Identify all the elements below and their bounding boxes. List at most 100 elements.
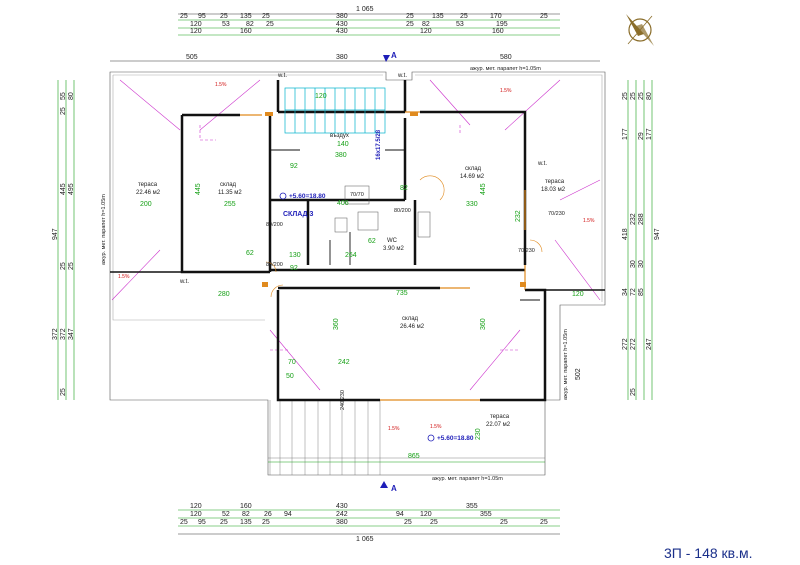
top-total-dim: 1 065 bbox=[356, 6, 374, 13]
svg-text:242: 242 bbox=[336, 511, 348, 518]
svg-text:25: 25 bbox=[262, 519, 270, 526]
svg-text:120: 120 bbox=[420, 511, 432, 518]
room-storage-2-area: 14.69 м2 bbox=[460, 174, 485, 180]
room-storage-1-area: 11.35 м2 bbox=[218, 190, 242, 196]
room-wc-area: 3.90 м2 bbox=[383, 246, 404, 252]
svg-text:92: 92 bbox=[290, 163, 298, 170]
svg-text:445: 445 bbox=[480, 183, 487, 195]
svg-text:406: 406 bbox=[337, 200, 349, 207]
walls bbox=[180, 80, 547, 402]
svg-text:25: 25 bbox=[220, 519, 228, 526]
svg-text:25: 25 bbox=[540, 519, 548, 526]
svg-text:80/200: 80/200 bbox=[394, 208, 411, 214]
svg-text:240/230: 240/230 bbox=[340, 390, 346, 410]
svg-text:272: 272 bbox=[630, 338, 637, 350]
svg-text:82: 82 bbox=[422, 21, 430, 28]
room-terrace-1-name: тераса bbox=[138, 182, 158, 188]
svg-text:1.5%: 1.5% bbox=[500, 88, 512, 94]
terrace-outline bbox=[109, 71, 606, 476]
svg-text:232: 232 bbox=[630, 213, 637, 225]
svg-text:380: 380 bbox=[335, 152, 347, 159]
svg-text:170: 170 bbox=[490, 13, 502, 20]
svg-text:272: 272 bbox=[622, 338, 629, 350]
svg-text:372: 372 bbox=[52, 328, 59, 340]
svg-text:120: 120 bbox=[420, 28, 432, 35]
svg-text:25: 25 bbox=[540, 13, 548, 20]
parapets bbox=[110, 271, 605, 291]
svg-text:135: 135 bbox=[240, 13, 252, 20]
svg-text:25: 25 bbox=[68, 262, 75, 270]
svg-text:A: A bbox=[391, 51, 397, 60]
parapet-note-left: ажур. мет. парапет h=1.05m bbox=[101, 194, 107, 265]
svg-text:120: 120 bbox=[190, 503, 202, 510]
svg-text:380: 380 bbox=[336, 54, 348, 61]
top-dim-row2: 120 53 82 25 430 25 82 53 195 bbox=[190, 21, 508, 28]
svg-text:94: 94 bbox=[284, 511, 292, 518]
section-mark-bottom: A bbox=[380, 481, 397, 493]
svg-text:+5.60=18.80: +5.60=18.80 bbox=[437, 435, 474, 442]
room-terrace-1-area: 22.46 м2 bbox=[136, 190, 161, 196]
svg-text:430: 430 bbox=[336, 503, 348, 510]
svg-text:355: 355 bbox=[480, 511, 492, 518]
svg-text:160: 160 bbox=[240, 28, 252, 35]
svg-text:120: 120 bbox=[572, 291, 584, 298]
svg-text:430: 430 bbox=[336, 21, 348, 28]
svg-text:95: 95 bbox=[198, 519, 206, 526]
svg-text:25: 25 bbox=[262, 13, 270, 20]
parapet-note-right: ажур. мет. парапет h=1.05m bbox=[563, 329, 569, 400]
room-storage-3-area: 26.46 м2 bbox=[400, 324, 425, 330]
svg-text:360: 360 bbox=[333, 318, 340, 330]
room-terrace-2-area: 18.03 м2 bbox=[541, 187, 566, 193]
svg-text:w.t.: w.t. bbox=[397, 73, 407, 79]
svg-text:53: 53 bbox=[456, 21, 464, 28]
svg-text:120: 120 bbox=[190, 511, 202, 518]
room-wc-name: WC bbox=[387, 238, 398, 244]
svg-text:25: 25 bbox=[404, 519, 412, 526]
svg-text:82: 82 bbox=[400, 185, 408, 192]
svg-text:445: 445 bbox=[195, 183, 202, 195]
svg-text:w.t.: w.t. bbox=[179, 279, 189, 285]
svg-text:+5.60=18.80: +5.60=18.80 bbox=[289, 193, 326, 200]
stairs-label: 16x17.5/28 bbox=[376, 129, 382, 160]
svg-text:255: 255 bbox=[224, 201, 236, 208]
svg-text:82: 82 bbox=[246, 21, 254, 28]
parapet-note-bottom: ажур. мет. парапет h=1.05m bbox=[432, 476, 503, 482]
svg-text:82: 82 bbox=[242, 511, 250, 518]
svg-text:232: 232 bbox=[515, 210, 522, 222]
bottom-dim-row3: 25 95 25 135 25 380 25 25 25 25 bbox=[180, 519, 548, 526]
svg-text:264: 264 bbox=[345, 252, 357, 259]
svg-text:80: 80 bbox=[646, 92, 653, 100]
svg-text:135: 135 bbox=[432, 13, 444, 20]
svg-text:25: 25 bbox=[220, 13, 228, 20]
svg-text:70/230: 70/230 bbox=[518, 248, 535, 254]
svg-text:140: 140 bbox=[337, 141, 349, 148]
svg-text:70: 70 bbox=[288, 359, 296, 366]
svg-text:62: 62 bbox=[368, 238, 376, 245]
svg-text:865: 865 bbox=[408, 453, 420, 460]
floor-title: 3П - 148 кв.м. bbox=[664, 545, 753, 561]
svg-text:1.5%: 1.5% bbox=[430, 424, 442, 430]
svg-text:25: 25 bbox=[60, 388, 67, 396]
svg-text:25: 25 bbox=[622, 92, 629, 100]
svg-text:360: 360 bbox=[480, 318, 487, 330]
svg-text:70/230: 70/230 bbox=[548, 211, 565, 217]
air-label: въздух bbox=[330, 133, 349, 139]
svg-text:1.5%: 1.5% bbox=[215, 82, 227, 88]
svg-text:25: 25 bbox=[180, 519, 188, 526]
svg-text:130: 130 bbox=[289, 252, 301, 259]
svg-text:25: 25 bbox=[460, 13, 468, 20]
level-marker-2: +5.60=18.80 bbox=[427, 434, 474, 442]
svg-text:52: 52 bbox=[222, 511, 230, 518]
svg-text:25: 25 bbox=[406, 13, 414, 20]
room-terrace-3-name: тераса bbox=[490, 414, 510, 420]
svg-text:w.t.: w.t. bbox=[537, 161, 547, 167]
room-storage-2-name: склад bbox=[465, 166, 482, 172]
svg-text:177: 177 bbox=[646, 128, 653, 140]
svg-text:29: 29 bbox=[638, 132, 645, 140]
svg-text:94: 94 bbox=[396, 511, 404, 518]
stairs bbox=[284, 87, 386, 134]
svg-text:25: 25 bbox=[630, 388, 637, 396]
svg-text:30: 30 bbox=[638, 260, 645, 268]
svg-text:30: 30 bbox=[630, 260, 637, 268]
